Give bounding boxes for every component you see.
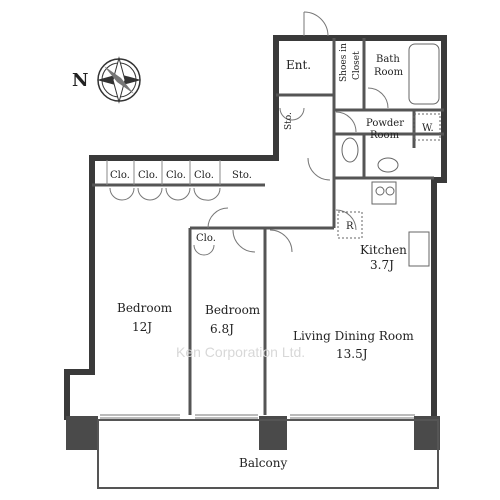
refrigerator-label: R	[346, 221, 354, 232]
living-size: 13.5J	[336, 347, 368, 361]
watermark: Ken Corporation Ltd.	[176, 344, 305, 360]
interior-walls	[92, 38, 444, 415]
kitchen-counter	[408, 231, 430, 267]
entrance-label: Ent.	[286, 58, 311, 72]
door-swings	[109, 11, 389, 256]
windows	[100, 414, 415, 419]
shoes-closet-label-2: Closet	[352, 51, 362, 80]
storage-hall-label: Sto.	[284, 112, 294, 130]
bedroom1-size: 12J	[132, 320, 152, 334]
bedroom2-name: Bedroom	[205, 303, 261, 317]
pillar	[414, 416, 440, 450]
balcony-area	[97, 419, 439, 489]
compass-icon	[97, 56, 141, 104]
living-name: Living Dining Room	[293, 329, 414, 343]
toilet-icon	[341, 137, 359, 163]
pillar	[259, 416, 287, 450]
compass-north-label: N	[72, 70, 88, 91]
washer-space	[413, 113, 441, 141]
exterior-walls	[64, 35, 447, 420]
sink-icon	[377, 157, 399, 173]
closet-label-3: Clo.	[166, 170, 186, 181]
bath-label-2: Room	[374, 67, 404, 78]
bathtub-icon	[408, 43, 440, 105]
closet-label-4: Clo.	[194, 170, 214, 181]
stove-icon	[371, 181, 397, 205]
bedroom2-size: 6.8J	[210, 322, 234, 336]
balcony-label: Balcony	[239, 456, 287, 470]
kitchen-size: 3.7J	[370, 258, 394, 272]
shoes-closet-label-1: Shoes in	[339, 43, 349, 82]
powder-label-1: Powder	[366, 118, 404, 129]
pillar	[66, 416, 98, 450]
powder-label-2: Room	[370, 130, 400, 141]
washer-label: W.	[422, 123, 434, 134]
closet-bedroom2-label: Clo.	[196, 233, 216, 244]
storage-top-label: Sto.	[232, 170, 252, 181]
refrigerator-space	[337, 211, 363, 239]
bedroom1-name: Bedroom	[117, 301, 173, 315]
closet-label-1: Clo.	[110, 170, 130, 181]
closet-rail	[106, 160, 221, 185]
bath-label-1: Bath	[376, 54, 400, 65]
closet-label-2: Clo.	[138, 170, 158, 181]
kitchen-name: Kitchen	[360, 243, 407, 257]
